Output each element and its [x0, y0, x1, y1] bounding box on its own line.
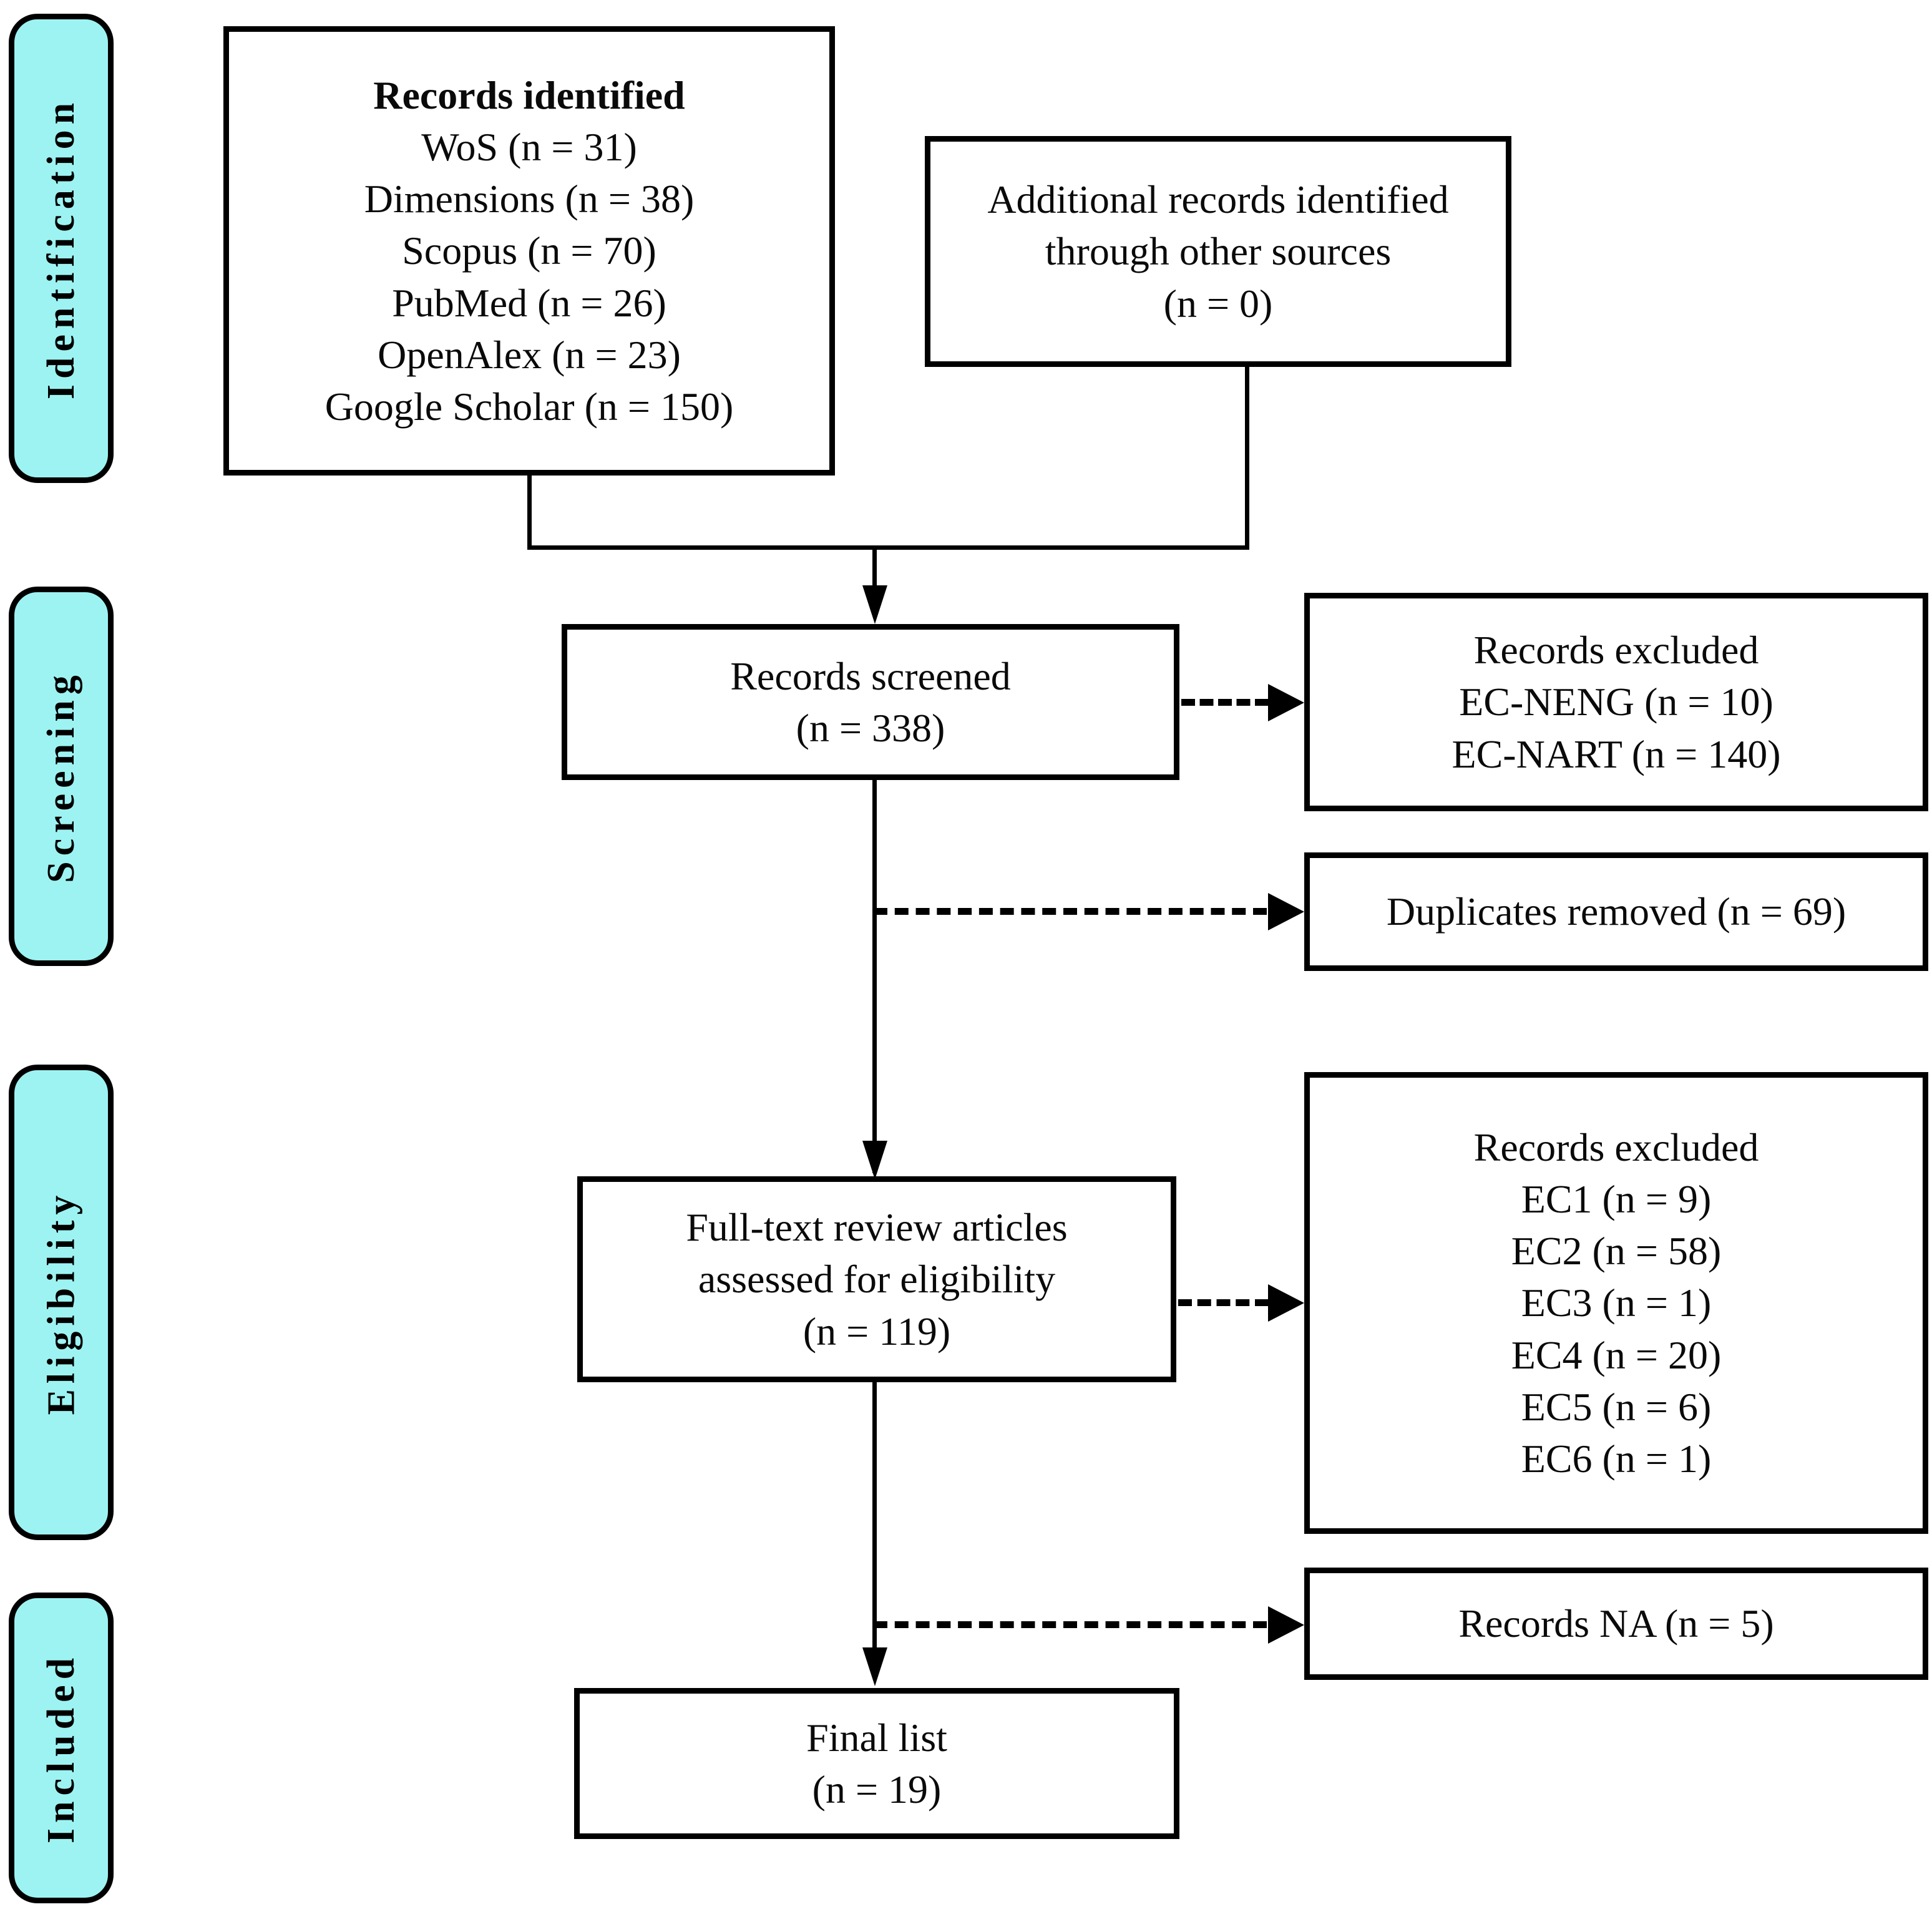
box-full-text-review: Full-text review articles assessed for e…: [577, 1176, 1176, 1382]
full-text-review-line1: Full-text review articles: [686, 1205, 1068, 1250]
records-excluded-eligibility-reason-ec3: EC3 (n = 1): [1521, 1281, 1712, 1325]
dashed-connector-spine-to-records-na: [874, 1621, 1267, 1628]
stage-tab-included: Included: [9, 1593, 114, 1903]
records-excluded-eligibility-reason-ec5: EC5 (n = 6): [1521, 1384, 1712, 1429]
connector-screened-to-fulltext: [872, 780, 877, 1173]
connector-fulltext-to-final: [872, 1382, 877, 1651]
box-final-list: Final list (n = 19): [574, 1688, 1179, 1839]
records-excluded-screening-reason-neng: EC-NENG (n = 10): [1459, 680, 1773, 724]
additional-records-line2: through other sources: [1045, 229, 1392, 274]
records-excluded-eligibility-reason-ec1: EC1 (n = 9): [1521, 1177, 1712, 1222]
connector-identified-down: [527, 476, 532, 549]
arrowhead-to-records-na: [1268, 1606, 1304, 1644]
records-na-line1: Records NA (n = 5): [1458, 1601, 1774, 1646]
stage-tab-included-label: Included: [40, 1652, 83, 1844]
arrowhead-to-full-text-review: [862, 1141, 887, 1179]
box-duplicates-removed: Duplicates removed (n = 69): [1304, 852, 1928, 971]
dashed-connector-screened-to-excluded: [1181, 699, 1269, 706]
box-records-identified: Records identified WoS (n = 31) Dimensio…: [223, 26, 835, 476]
connector-merge-bar: [527, 545, 1249, 550]
records-identified-source-openalex: OpenAlex (n = 23): [378, 332, 681, 377]
final-list-line1: Final list: [806, 1715, 947, 1760]
records-excluded-eligibility-reason-ec6: EC6 (n = 1): [1521, 1436, 1712, 1481]
records-excluded-eligibility-reason-ec2: EC2 (n = 58): [1511, 1229, 1722, 1274]
records-identified-source-pubmed: PubMed (n = 26): [392, 280, 666, 325]
full-text-review-line2: assessed for eligibility: [698, 1257, 1056, 1302]
final-list-line2: (n = 19): [812, 1767, 942, 1812]
stage-tab-identification: Identification: [9, 14, 114, 483]
records-identified-source-dimensions: Dimensions (n = 38): [364, 177, 695, 222]
additional-records-line3: (n = 0): [1163, 281, 1273, 326]
dashed-connector-spine-to-duplicates: [874, 908, 1267, 915]
arrowhead-to-records-excluded-screening: [1268, 684, 1304, 721]
duplicates-removed-line1: Duplicates removed (n = 69): [1386, 889, 1847, 934]
box-records-screened: Records screened (n = 338): [562, 624, 1179, 780]
box-additional-records: Additional records identified through ot…: [925, 136, 1511, 367]
records-identified-title: Records identified: [373, 72, 685, 117]
arrowhead-to-records-screened: [862, 585, 887, 624]
records-screened-line1: Records screened: [730, 653, 1011, 698]
records-identified-source-scopus: Scopus (n = 70): [402, 228, 656, 273]
additional-records-line1: Additional records identified: [987, 177, 1449, 222]
stage-tab-screening-label: Screening: [40, 670, 82, 883]
records-excluded-screening-reason-nart: EC-NART (n = 140): [1451, 731, 1781, 776]
arrowhead-to-final-list: [862, 1647, 887, 1686]
records-screened-line2: (n = 338): [796, 706, 945, 750]
arrowhead-to-records-excluded-eligibility: [1268, 1284, 1304, 1322]
dashed-connector-fulltext-to-excluded: [1178, 1299, 1269, 1306]
full-text-review-line3: (n = 119): [803, 1309, 951, 1354]
box-records-na: Records NA (n = 5): [1304, 1568, 1928, 1680]
arrowhead-to-duplicates-removed: [1268, 893, 1304, 930]
records-identified-source-google-scholar: Google Scholar (n = 150): [324, 384, 734, 429]
box-records-excluded-eligibility: Records excluded EC1 (n = 9) EC2 (n = 58…: [1304, 1072, 1928, 1534]
records-excluded-eligibility-reason-ec4: EC4 (n = 20): [1511, 1332, 1722, 1377]
stage-tab-eligibility: Eligibility: [9, 1065, 114, 1540]
connector-additional-down: [1245, 367, 1249, 549]
connector-merge-to-screened: [872, 545, 877, 599]
records-identified-source-wos: WoS (n = 31): [421, 125, 637, 170]
records-excluded-screening-title: Records excluded: [1473, 628, 1759, 673]
records-excluded-eligibility-title: Records excluded: [1473, 1125, 1759, 1169]
box-records-excluded-screening: Records excluded EC-NENG (n = 10) EC-NAR…: [1304, 593, 1928, 811]
stage-tab-screening: Screening: [9, 587, 114, 966]
stage-tab-identification-label: Identification: [40, 97, 83, 400]
stage-tab-eligibility-label: Eligibility: [40, 1189, 82, 1415]
